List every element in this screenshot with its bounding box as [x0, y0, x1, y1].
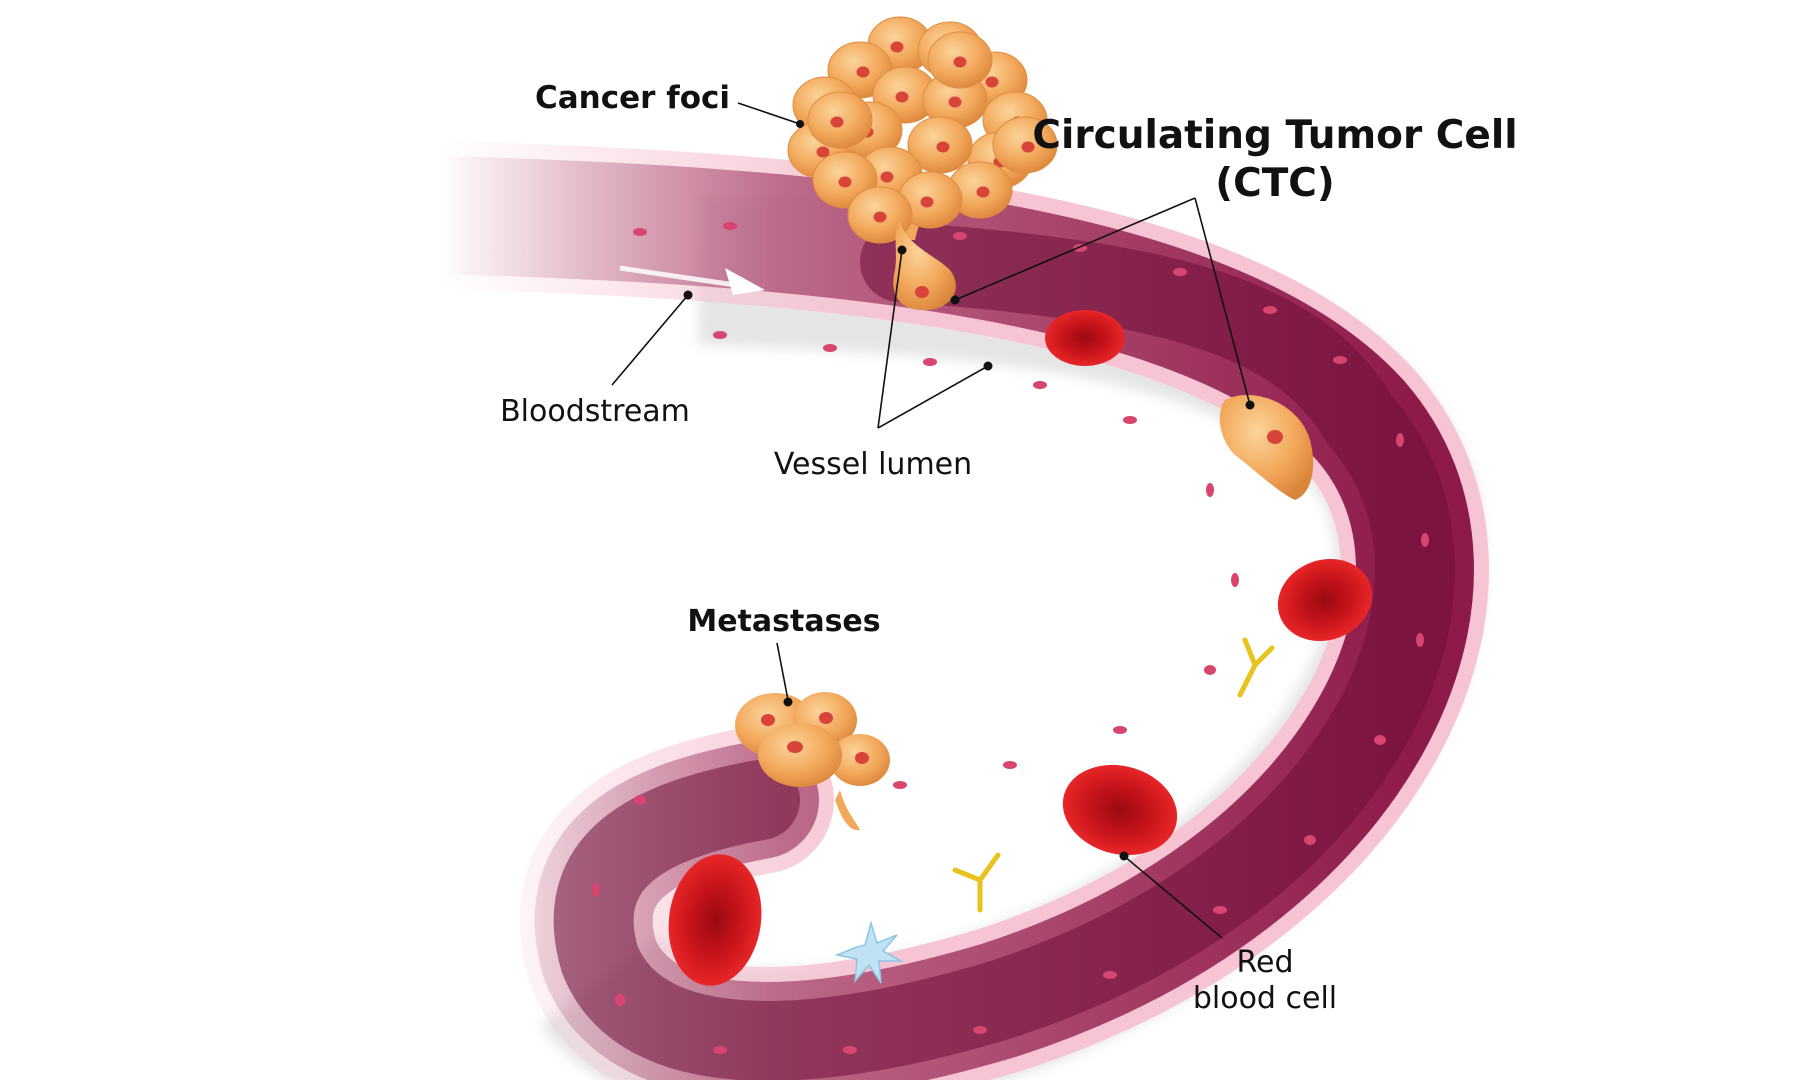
label-metastases: Metastases: [687, 604, 880, 639]
cancer-foci-cluster: [787, 16, 1058, 244]
tumor-cell-icon: [807, 91, 873, 149]
tumor-cell-icon: [897, 171, 963, 229]
tumor-cell-icon: [927, 31, 993, 89]
label-vessel-lumen: Vessel lumen: [774, 447, 972, 482]
ctc-intravasating: [893, 220, 956, 311]
metastases-cluster: [735, 692, 890, 831]
ctc-in-vessel: [1219, 394, 1314, 500]
flow-arrow-icon: [619, 265, 765, 295]
red-blood-cell-icon: [1045, 310, 1125, 366]
leader-lines: [611, 102, 1255, 939]
platelet-icon: [834, 920, 904, 984]
label-ctc-abbrev: (CTC): [1215, 161, 1335, 206]
antibody-icon: [1237, 637, 1275, 698]
label-red-blood-cell-line1: Red: [1237, 945, 1294, 980]
red-blood-cell-icon: [1277, 558, 1373, 642]
vessel-lumen-inner: [553, 222, 1455, 1080]
label-bloodstream: Bloodstream: [500, 394, 690, 429]
label-red-blood-cell-line2: blood cell: [1193, 981, 1337, 1016]
tumor-cell-icon: [847, 186, 913, 244]
red-blood-cell-icon: [1062, 764, 1178, 856]
label-ctc-title: Circulating Tumor Cell: [1032, 113, 1517, 158]
label-cancer-foci: Cancer foci: [535, 80, 730, 116]
red-blood-cell-icon: [668, 854, 762, 986]
antibody-icon: [952, 852, 1001, 913]
tumor-cell-icon: [992, 116, 1058, 174]
vessel-wall-cells: [592, 222, 1429, 1054]
